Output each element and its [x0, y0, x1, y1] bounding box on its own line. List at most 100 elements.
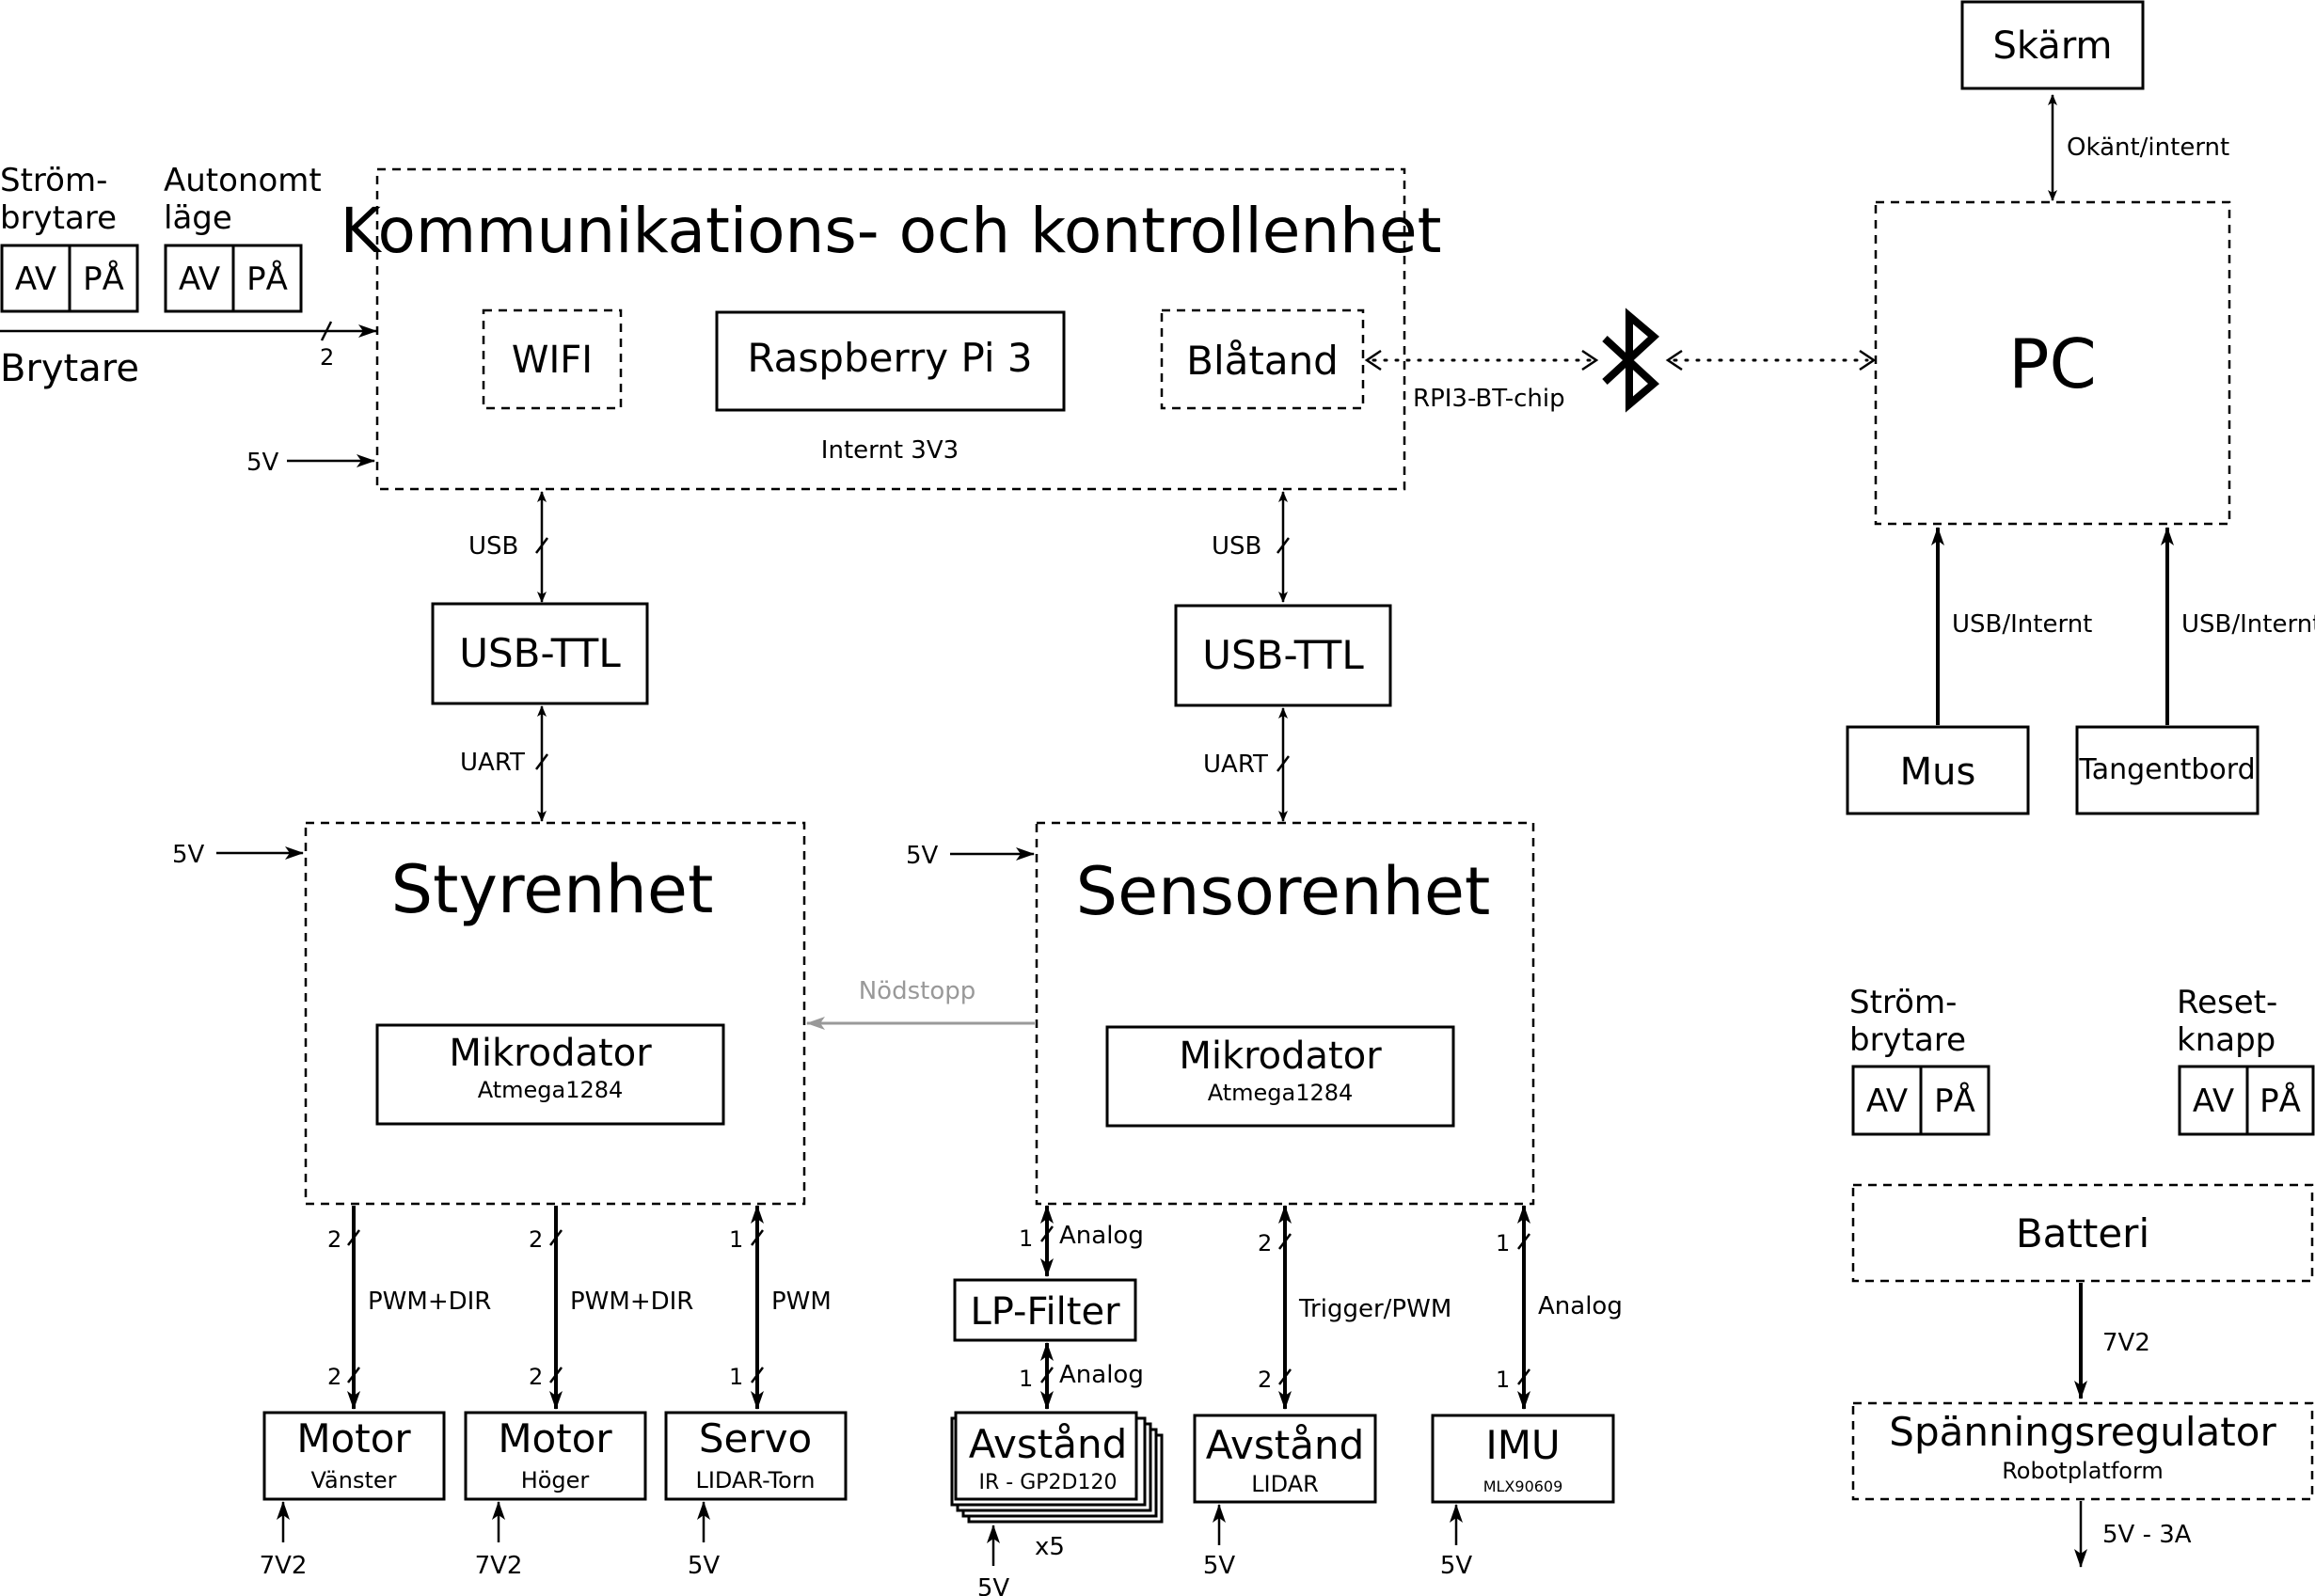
switch-bus-tick	[320, 321, 333, 341]
power-switch-left-off[interactable]	[0, 244, 71, 313]
raspberry-pi-label: Raspberry Pi 3	[747, 335, 1032, 381]
ir-signal-top: Analog	[1059, 1222, 1144, 1250]
pc-frame	[1874, 200, 2231, 526]
servo-count-top: 1	[729, 1226, 743, 1253]
regulator-output: 5V - 3A	[2102, 1521, 2192, 1549]
bluetooth-link-right-head-b	[1859, 349, 1877, 371]
lidar-power: 5V	[1203, 1552, 1236, 1580]
emergency-stop-link: Nödstopp	[806, 977, 1035, 1030]
sensor-unit: Sensorenhet Mikrodator Atmega1284 5V	[906, 821, 1535, 1206]
mouse-link-label: USB/Internt	[1952, 610, 2092, 639]
imu-sensor-title: IMU	[1485, 1422, 1560, 1468]
power-switch-left-label-2: brytare	[0, 199, 117, 237]
wifi-module-label: WIFI	[512, 339, 593, 382]
lidar-sensor-chain: 2 2 Trigger/PWM Avstånd LIDAR 5V	[1193, 1205, 1451, 1580]
bluetooth-link-left-head-a	[1364, 349, 1382, 371]
servo-sub: LIDAR-Torn	[695, 1467, 815, 1493]
right-motor-count-bottom: 2	[529, 1364, 543, 1390]
power-switch-left-label-1: Ström-	[0, 162, 107, 199]
servo-signal: PWM	[771, 1288, 832, 1316]
ir-sensor-box	[954, 1411, 1138, 1501]
servo-count-bottom: 1	[729, 1364, 743, 1390]
ir-count-top: 1	[1019, 1225, 1033, 1252]
left-motor-title: Motor	[296, 1415, 411, 1462]
autonomous-switch-off[interactable]	[164, 244, 235, 313]
bluetooth-link: RPI3-BT-chip	[1364, 308, 1877, 413]
power-switch-left-on-label: PÅ	[83, 260, 124, 298]
lidar-count-bottom: 2	[1258, 1367, 1272, 1393]
autonomous-switch-label-1: Autonomt	[164, 162, 322, 199]
servo-box	[664, 1411, 848, 1501]
power-switch-right-on[interactable]	[1919, 1065, 1990, 1136]
ir-sensor-sub: IR - GP2D120	[979, 1471, 1118, 1494]
keyboard-link-label: USB/Internt	[2181, 610, 2315, 639]
lidar-sensor-box	[1193, 1414, 1377, 1504]
ir-count-bottom: 1	[1019, 1366, 1033, 1392]
bluetooth-module	[1160, 308, 1365, 410]
reset-button-on-label: PÅ	[2260, 1082, 2301, 1120]
imu-sensor-box	[1431, 1414, 1615, 1504]
imu-signal: Analog	[1538, 1292, 1623, 1320]
power-switch-right-on-label: PÅ	[1934, 1082, 1975, 1120]
left-motor-count-top: 2	[327, 1226, 341, 1253]
lidar-count-top: 2	[1258, 1230, 1272, 1256]
communication-unit-frame	[375, 167, 1406, 491]
lp-filter-label: LP-Filter	[970, 1290, 1120, 1334]
power-supply: Batteri 7V2 Spänningsregulator Robotplat…	[1851, 1183, 2314, 1568]
right-usb-tick	[1276, 537, 1290, 554]
autonomous-switch: Autonomt läge AV PÅ	[164, 162, 322, 313]
bluetooth-icon	[1602, 308, 1660, 413]
power-switch-left: Ström- brytare AV PÅ	[0, 162, 139, 313]
lidar-signal: Trigger/PWM	[1298, 1295, 1451, 1323]
sensor-power-label: 5V	[906, 842, 939, 870]
sensor-mcu-title: Mikrodator	[1179, 1035, 1382, 1078]
left-usb-chain: USB USB-TTL UART	[431, 491, 649, 822]
right-uart-tick	[1276, 755, 1290, 772]
left-usb-ttl-box	[431, 602, 649, 705]
imu-count-bottom: 1	[1496, 1367, 1510, 1393]
ir-signal-bottom: Analog	[1059, 1361, 1144, 1389]
left-motor-power: 7V2	[260, 1552, 308, 1580]
left-motor-signal: PWM+DIR	[368, 1288, 491, 1316]
keyboard-label: Tangentbord	[2078, 753, 2255, 786]
regulator-sub: Robotplatform	[2002, 1458, 2164, 1484]
power-switch-left-on[interactable]	[68, 244, 139, 313]
power-switch-right: Ström- brytare AV PÅ	[1849, 984, 1990, 1136]
imu-sensor-chain: 1 1 Analog IMU MLX90609 5V	[1431, 1205, 1623, 1580]
autonomous-switch-on-label: PÅ	[246, 260, 288, 298]
ir-multiplier: x5	[1035, 1533, 1065, 1561]
reset-button-off[interactable]	[2178, 1065, 2249, 1136]
right-motor-sub: Höger	[521, 1467, 590, 1493]
communication-unit-title: Kommunikations- och kontrollenhet	[341, 195, 1442, 267]
power-switch-right-off[interactable]	[1851, 1065, 1923, 1136]
autonomous-switch-label-2: läge	[164, 199, 232, 237]
control-mcu-box	[375, 1023, 725, 1126]
control-mcu-title: Mikrodator	[449, 1032, 652, 1075]
actuator-right-motor: 2 2 PWM+DIR Motor Höger 7V2	[464, 1206, 693, 1580]
mouse-box	[1846, 725, 2030, 815]
left-uart-tick	[535, 753, 548, 770]
switch-bus-count: 2	[320, 344, 334, 371]
sensor-unit-title: Sensorenhet	[1076, 853, 1491, 930]
wifi-module	[482, 308, 623, 410]
imu-power: 5V	[1440, 1552, 1473, 1580]
bluetooth-link-right-head-a	[1665, 349, 1683, 371]
right-usb-ttl-box	[1174, 604, 1392, 707]
ir-sensor-title: Avstånd	[969, 1421, 1128, 1467]
sensor-mcu-box	[1105, 1025, 1455, 1128]
emergency-stop-label: Nödstopp	[859, 977, 976, 1005]
internal-power-note: Internt 3V3	[821, 436, 959, 465]
right-uart-label: UART	[1203, 751, 1268, 779]
reset-button-label-2: knapp	[2177, 1021, 2275, 1059]
servo-power: 5V	[688, 1552, 721, 1580]
right-motor-box	[464, 1411, 647, 1501]
battery-label: Batteri	[2016, 1210, 2149, 1256]
right-motor-title: Motor	[498, 1415, 612, 1462]
sensor-unit-frame	[1035, 821, 1535, 1206]
reset-button-on[interactable]	[2245, 1065, 2315, 1136]
autonomous-switch-on[interactable]	[231, 244, 303, 313]
bluetooth-chip-label: RPI3-BT-chip	[1413, 385, 1565, 413]
lidar-sensor-sub: LIDAR	[1251, 1471, 1319, 1497]
left-motor-sub: Vänster	[310, 1467, 396, 1493]
